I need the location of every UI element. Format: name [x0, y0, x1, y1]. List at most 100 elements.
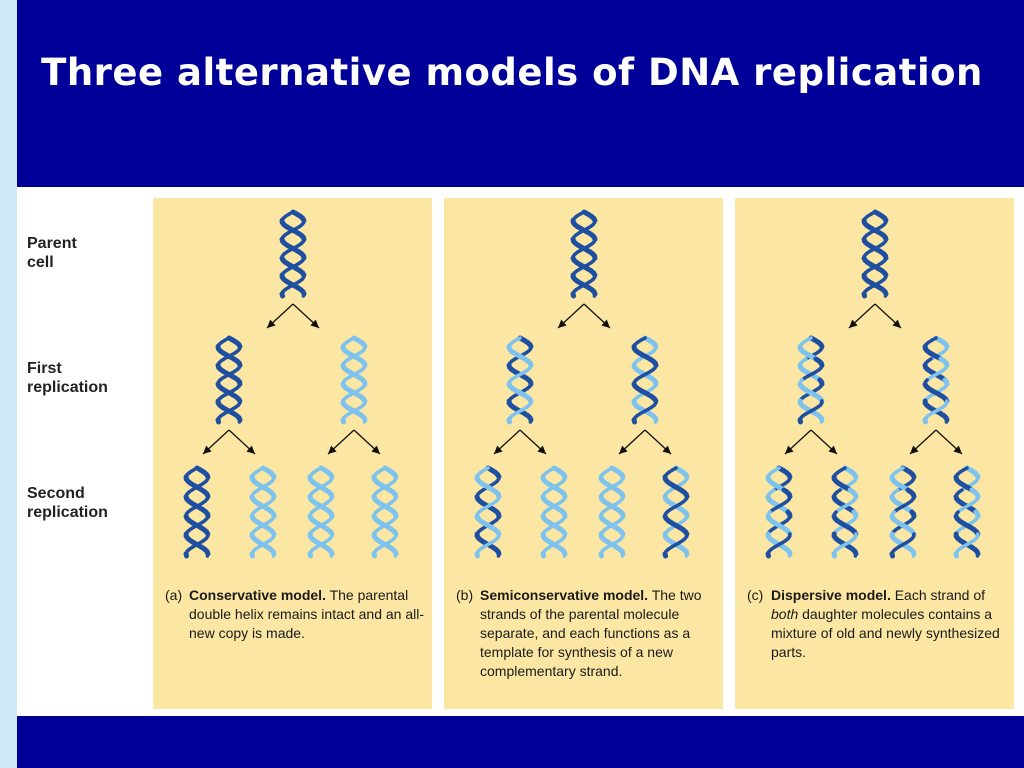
- second-generation-dna-helix: [765, 465, 793, 559]
- caption-text: Semiconservative model. The two strands …: [480, 586, 718, 681]
- row-label-first-replication: First replication: [27, 360, 108, 396]
- replication-arrows: [557, 303, 611, 329]
- dna-strand-segment: [684, 552, 689, 558]
- dna-strand-segment: [889, 551, 896, 559]
- first-generation-dna-helix: [340, 335, 368, 425]
- second-generation-dna-helix: [889, 465, 917, 559]
- arrow-head: [371, 445, 380, 454]
- dna-strand-segment: [861, 291, 868, 299]
- replication-arrows: [266, 303, 320, 329]
- dna-strand-segment: [249, 551, 256, 559]
- dna-strand-segment: [953, 551, 960, 559]
- dna-strand-segment: [562, 552, 567, 558]
- first-generation-dna-helix: [215, 335, 243, 425]
- arrow-head: [494, 445, 503, 454]
- dna-strand-segment: [329, 552, 334, 558]
- caption-text: Conservative model. The parental double …: [189, 586, 427, 643]
- dna-strand-segment: [765, 551, 772, 559]
- caption-emphasis: both: [771, 606, 799, 622]
- arrow-head: [953, 445, 962, 454]
- dna-strand-segment: [819, 418, 824, 424]
- dna-strand-segment: [496, 552, 501, 558]
- arrow-head: [601, 319, 610, 328]
- second-generation-dna-helix: [474, 465, 502, 559]
- first-generation-dna-helix: [922, 335, 950, 425]
- panel-conservative-model: (a) Conservative model. The parental dou…: [153, 198, 432, 709]
- first-generation-dna-helix: [631, 335, 659, 425]
- arrow-head: [892, 319, 901, 328]
- dna-strand-segment: [215, 417, 222, 425]
- dna-strand-segment: [183, 551, 190, 559]
- dna-strand-segment: [506, 417, 513, 425]
- replication-arrows: [618, 429, 672, 455]
- semiconservative-replication-diagram: [474, 209, 690, 559]
- caption-title: Semiconservative model.: [480, 587, 649, 603]
- caption-body: The two strands of the parental molecule…: [480, 587, 702, 679]
- arrow-head: [910, 445, 919, 454]
- dna-strand-segment: [797, 417, 804, 425]
- dna-strand-segment: [540, 551, 547, 559]
- dna-strand-segment: [307, 551, 314, 559]
- dna-strand-segment: [620, 552, 625, 558]
- parent-dna-helix: [861, 209, 889, 299]
- caption-letter: (a): [165, 587, 183, 603]
- caption-body: Each strand of: [890, 587, 985, 603]
- arrow-head: [328, 445, 337, 454]
- arrow-head: [785, 445, 794, 454]
- arrow-head: [828, 445, 837, 454]
- dna-strand-segment: [271, 552, 276, 558]
- first-generation-dna-helix: [506, 335, 534, 425]
- dna-strand-segment: [631, 417, 638, 425]
- dna-strand-segment: [598, 551, 605, 559]
- dna-strand-segment: [528, 418, 533, 424]
- dna-strand-segment: [362, 418, 367, 424]
- arrow-head: [619, 445, 628, 454]
- arrow-head: [662, 445, 671, 454]
- dna-strand-segment: [922, 417, 929, 425]
- dna-strand-segment: [340, 417, 347, 425]
- dna-strand-segment: [787, 552, 792, 558]
- caption-body-end: daughter molecules contains a mixture of…: [771, 606, 1000, 660]
- dispersive-replication-diagram: [765, 209, 981, 559]
- dna-strand-segment: [237, 418, 242, 424]
- replication-arrows: [493, 429, 547, 455]
- dna-strand-segment: [393, 552, 398, 558]
- caption-letter: (b): [456, 587, 474, 603]
- figure-area: Parent cell First replication Second rep…: [17, 187, 1024, 716]
- second-generation-dna-helix: [662, 465, 690, 559]
- dna-strand-segment: [205, 552, 210, 558]
- dna-strand-segment: [371, 551, 378, 559]
- arrow-head: [537, 445, 546, 454]
- replication-arrows: [784, 429, 838, 455]
- dna-strand-segment: [301, 292, 306, 298]
- arrow-head: [558, 319, 567, 328]
- arrow-head: [203, 445, 212, 454]
- arrow-head: [246, 445, 255, 454]
- caption-letter: (c): [747, 587, 764, 603]
- caption-title: Conservative model.: [189, 587, 326, 603]
- caption-title: Dispersive model.: [771, 587, 891, 603]
- left-accent-strip: [0, 0, 17, 768]
- caption-text: Dispersive model. Each strand of both da…: [771, 586, 1009, 662]
- dna-strand-segment: [592, 292, 597, 298]
- second-generation-dna-helix: [540, 465, 568, 559]
- dna-strand-segment: [853, 552, 858, 558]
- second-generation-dna-helix: [598, 465, 626, 559]
- second-generation-dna-helix: [953, 465, 981, 559]
- row-label-second-replication: Second replication: [27, 485, 108, 521]
- dna-strand-segment: [474, 551, 481, 559]
- footer-bar: [17, 716, 1024, 768]
- dna-strand-segment: [653, 418, 658, 424]
- dna-strand-segment: [975, 552, 980, 558]
- arrow-head: [310, 319, 319, 328]
- arrow-head: [267, 319, 276, 328]
- second-generation-dna-helix: [307, 465, 335, 559]
- dna-strand-segment: [883, 292, 888, 298]
- caption-body: The parental double helix remains intact…: [189, 587, 425, 641]
- second-generation-dna-helix: [249, 465, 277, 559]
- row-label-parent-cell: Parent cell: [27, 235, 77, 271]
- slide-title: Three alternative models of DNA replicat…: [41, 51, 983, 94]
- panel-semiconservative-model: (b) Semiconservative model. The two stra…: [444, 198, 723, 709]
- dna-strand-segment: [831, 551, 838, 559]
- replication-arrows: [202, 429, 256, 455]
